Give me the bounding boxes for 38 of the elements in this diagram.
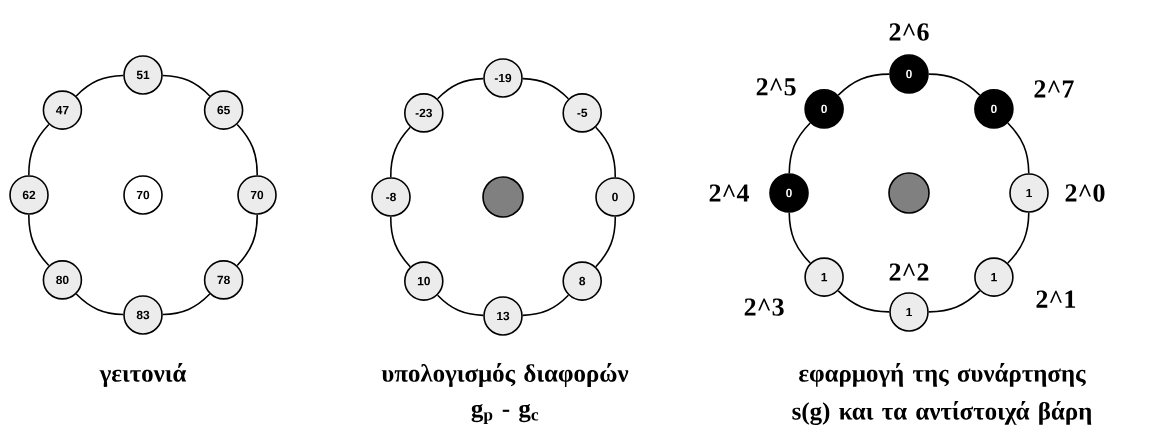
ring-arc (236, 214, 258, 267)
ring-arc (928, 73, 981, 96)
ring-arc (28, 214, 50, 267)
ring-arc (837, 73, 890, 96)
ring-arc (236, 123, 258, 176)
ring-arc (75, 293, 124, 316)
ring-arc (522, 77, 570, 100)
ring-arc (162, 74, 211, 97)
ring-arc (522, 294, 570, 317)
ring-arc (75, 74, 124, 97)
ring-arc (436, 294, 485, 317)
center-pixel-circle (888, 172, 930, 214)
ring-arc (162, 293, 211, 316)
weight-label: 2^0 (1065, 184, 1105, 202)
ring-arc (788, 122, 811, 174)
ring-arc (389, 216, 412, 268)
weight-label: 2^7 (1034, 80, 1074, 98)
ring-arc (595, 126, 617, 178)
caption: γειτονιά (99, 363, 187, 387)
ring-arc (389, 126, 412, 178)
center-pixel-circle (482, 176, 524, 218)
weight-label: 2^5 (756, 78, 796, 96)
weight-label: 2^4 (709, 184, 749, 202)
ring-arc (1007, 212, 1030, 264)
ring-arc (595, 216, 617, 268)
ring-arc (1007, 122, 1030, 174)
ring-arc (928, 290, 981, 313)
weight-label: 2^6 (889, 23, 929, 41)
ring-arc (28, 123, 50, 176)
weight-label: 2^2 (889, 263, 929, 281)
caption: g$_{p}$ - g$_{c}$ (471, 403, 539, 425)
weight-label: 2^3 (744, 298, 784, 316)
ring-arc (788, 212, 811, 264)
ring-arc (436, 77, 485, 100)
caption: εφαρμογή της συνάρτησης s(g) και τα αντίστοιχά βάρη (792, 363, 1092, 425)
ring-arc (837, 290, 890, 313)
weight-label: 2^1 (1036, 290, 1076, 308)
caption: υπολογισμός διαφορών (381, 363, 629, 387)
